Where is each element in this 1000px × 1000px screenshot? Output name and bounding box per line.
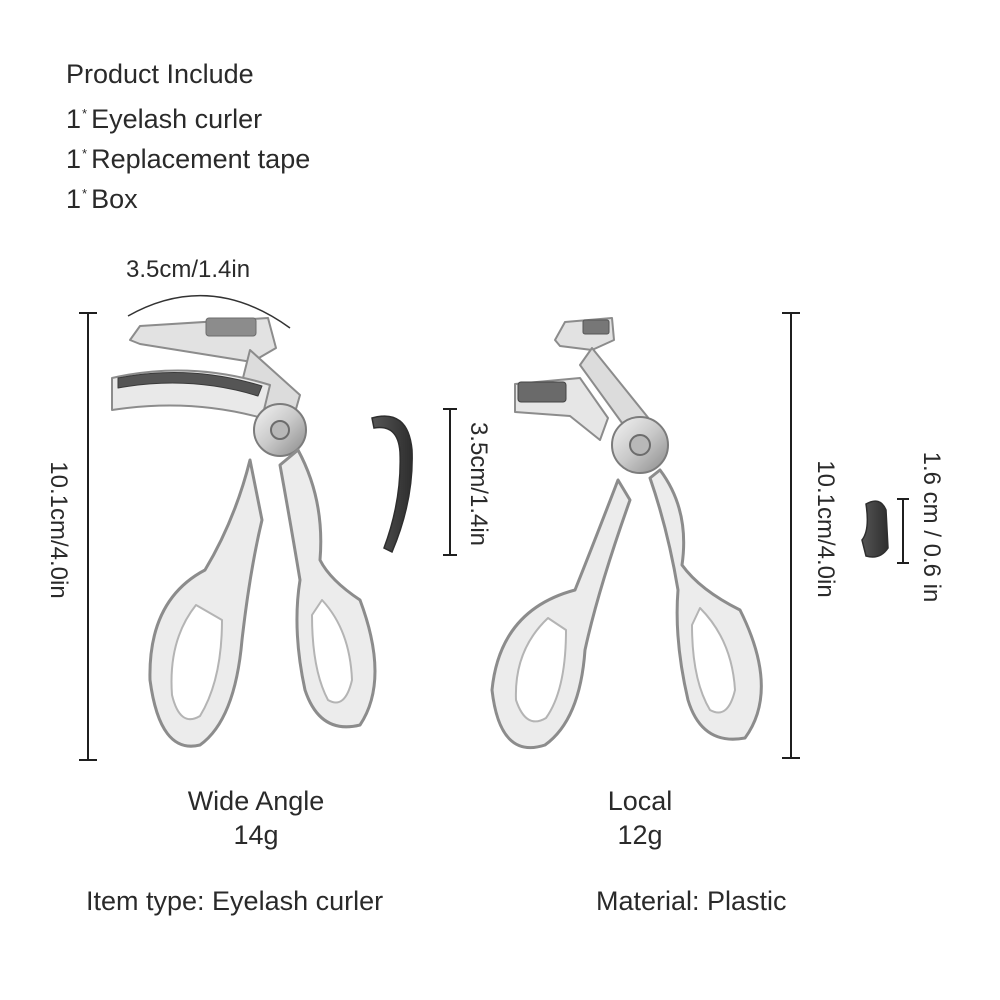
wide-angle-pad-ruler [449,409,451,555]
ruler-cap [79,312,97,314]
local-weight: 12g [617,820,663,850]
wide-angle-name: Wide Angle [187,786,325,816]
local-height-ruler [790,313,792,758]
ruler-cap [443,554,457,556]
include-name: Box [91,184,138,214]
wide-angle-weight: 14g [233,820,279,850]
ruler-cap [443,408,457,410]
width-arc [127,294,291,329]
ruler-cap [782,757,800,759]
wide-angle-height-ruler [87,313,89,760]
local-name: Local [607,786,673,816]
local-height-label: 10.1cm/4.0in [812,460,839,598]
include-mark: * [82,146,88,161]
include-item: 1*Replacement tape [66,137,310,176]
wide-angle-pad [371,415,413,554]
include-qty: 1 [66,144,82,174]
ruler-cap [897,498,909,500]
include-mark: * [82,186,88,201]
local-pad [861,500,889,558]
local-pad-label: 1.6 cm / 0.6 in [918,451,945,603]
include-name: Eyelash curler [91,104,263,134]
wide-angle-width-label: 3.5cm/1.4in [126,256,251,283]
include-name: Replacement tape [91,144,311,174]
include-item: 1*Eyelash curler [66,97,262,136]
wide-angle-height-label: 10.1cm/4.0in [45,461,72,599]
ruler-cap [782,312,800,314]
ruler-cap [79,759,97,761]
item-type-spec: Item type: Eyelash curler [86,886,384,916]
include-qty: 1 [66,104,82,134]
include-heading: Product Include [66,59,254,89]
include-item: 1*Box [66,177,138,216]
local-pad-ruler [902,499,904,563]
local-curler-image [490,317,763,750]
ruler-cap [897,562,909,564]
material-spec: Material: Plastic [596,886,787,916]
include-qty: 1 [66,184,82,214]
wide-angle-pad-label: 3.5cm/1.4in [465,421,492,547]
wide-angle-curler-image [111,317,377,748]
include-mark: * [82,106,88,121]
